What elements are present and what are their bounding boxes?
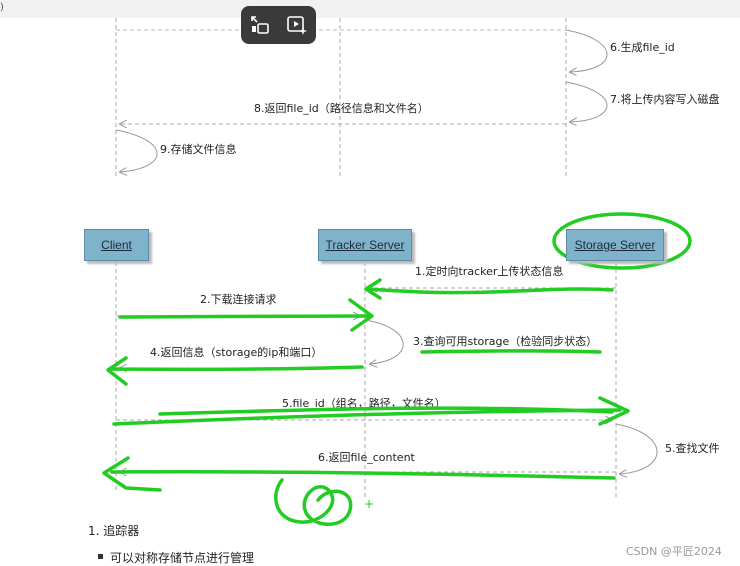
image-viewer-toolbar [241, 6, 316, 44]
green-arrow-2 [118, 314, 372, 319]
exit-fullscreen-button[interactable] [247, 12, 273, 38]
step-2-label: 2.下载连接请求 [200, 293, 277, 306]
green-underline-3 [420, 349, 602, 354]
step-7-label: 7.将上传内容写入磁盘 [610, 92, 720, 106]
self-arrow-5b [615, 423, 658, 474]
green-arrowhead-1 [364, 278, 382, 300]
actor-client: Client [84, 229, 149, 261]
green-arrowhead-2 [348, 298, 374, 332]
green-arrow-6 [110, 470, 616, 480]
step-4-label: 4.返回信息（storage的ip和端口） [150, 345, 322, 359]
play-sparkle-icon [287, 16, 308, 35]
step-6-label: 6.生成file_id [610, 40, 675, 54]
actor-tracker-label: Tracker Server [325, 238, 405, 252]
green-arrow-5b [158, 406, 614, 416]
step-9-label: 9.存储文件信息 [160, 142, 237, 156]
top-left-glyph: ) [0, 2, 4, 13]
step-1-label: 1.定时向tracker上传状态信息 [415, 264, 563, 278]
top-strip [0, 0, 740, 18]
actor-tracker: Tracker Server [318, 229, 412, 261]
lower-sequence: 1.定时向tracker上传状态信息 2.下载连接请求 3.查询可用storag… [115, 262, 720, 500]
actor-storage-label: Storage Server [574, 238, 656, 252]
step-5b-label: 5.查找文件 [665, 441, 720, 455]
watermark: CSDN @平匠2024 [626, 545, 722, 558]
list-bullet-1: 可以对称存储节点进行管理 [97, 551, 255, 565]
actor-client-label: Client [101, 238, 132, 252]
green-scribble [274, 478, 353, 526]
self-arrow-7 [565, 81, 608, 122]
step-3-label: 3.查询可用storage（检验同步状态） [413, 334, 597, 348]
exit-fullscreen-icon [250, 16, 269, 34]
actor-storage: Storage Server [566, 229, 664, 261]
green-arrow-5a [112, 408, 622, 426]
self-arrow-9 [115, 129, 158, 172]
storage-server-circle [552, 212, 692, 270]
green-arrowhead-4 [106, 356, 128, 386]
self-arrow-3 [364, 319, 404, 364]
list-item-1: 1. 追踪器 [88, 524, 140, 538]
green-arrow-1 [366, 287, 614, 295]
step-6-label-lower: 6.返回file_content [318, 451, 416, 464]
green-arrowhead-5 [598, 396, 630, 426]
step-8-label: 8.返回file_id（路径信息和文件名） [254, 101, 429, 115]
plus-mark: + [364, 497, 374, 511]
green-annotations [102, 212, 692, 526]
green-arrowhead-6 [102, 456, 162, 492]
green-arrow-4 [110, 365, 364, 372]
play-sparkle-button[interactable] [284, 12, 310, 38]
self-arrow-6 [565, 29, 608, 72]
upper-sequence: 6.生成file_id 7.将上传内容写入磁盘 8.返回file_id（路径信息… [115, 18, 720, 178]
